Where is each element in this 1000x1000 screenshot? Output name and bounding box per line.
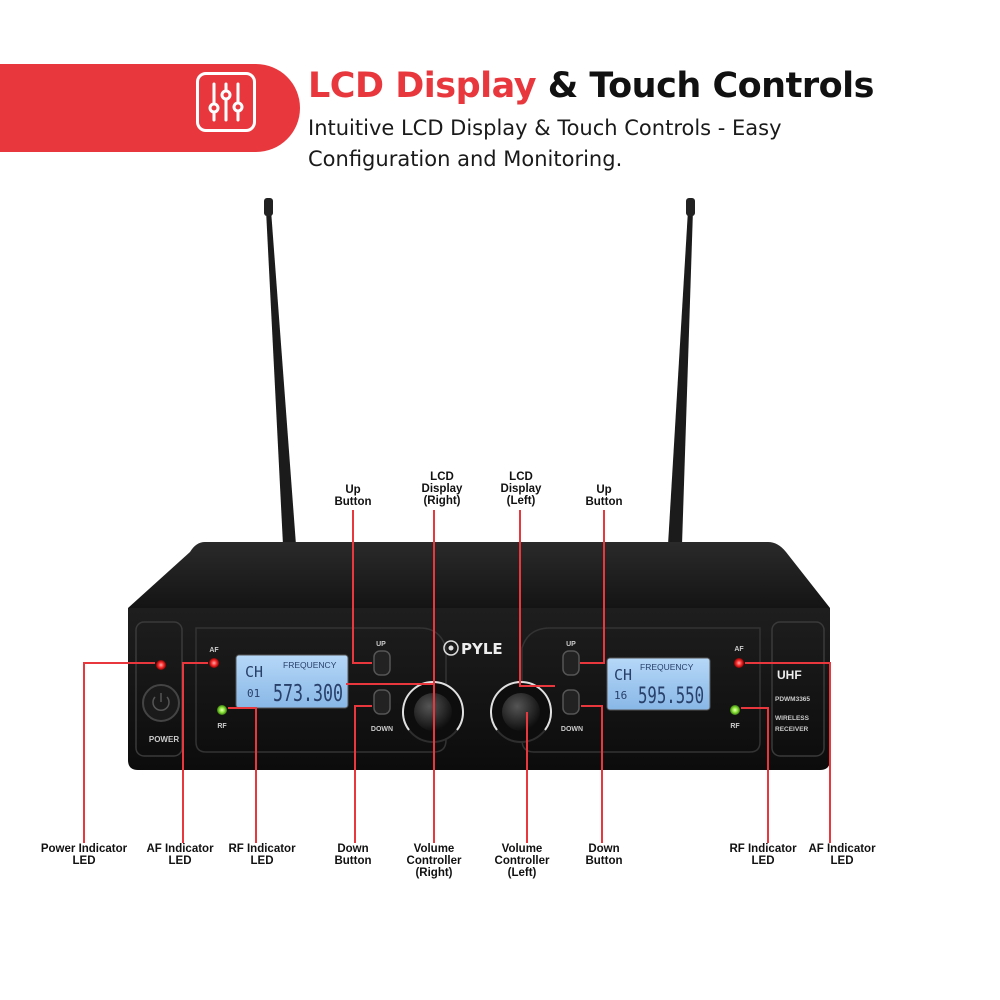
callout-down-button-right: Down Button — [334, 843, 372, 867]
callout-af-indicator-led-right: AF Indicator LED — [146, 843, 214, 867]
rf-label-left: RF — [730, 723, 740, 730]
page-subtitle: Intuitive LCD Display & Touch Controls -… — [308, 116, 782, 171]
lcd-display-left: CH FREQUENCY 16 595.550 — [606, 657, 711, 711]
callout-power-indicator-led: Power Indicator LED — [40, 843, 128, 867]
title-rest: & Touch Controls — [547, 66, 875, 106]
up-button-left[interactable] — [562, 650, 580, 676]
power-button[interactable] — [142, 684, 180, 722]
receiver-label: RECEIVER — [775, 726, 809, 733]
rf-label-right: RF — [217, 723, 227, 730]
lcd-display-right: CH FREQUENCY 01 573.300 — [235, 654, 349, 709]
callout-af-indicator-led-left: AF Indicator LED — [808, 843, 876, 867]
model-number: PDWM3365 — [775, 696, 810, 703]
svg-text:CH: CH — [245, 663, 263, 681]
callout-down-button-left: Down Button — [585, 843, 623, 867]
svg-text:01: 01 — [247, 687, 260, 700]
callout-rf-indicator-led-left: RF Indicator LED — [729, 843, 797, 867]
antenna-right — [264, 198, 296, 545]
svg-text:573.300: 573.300 — [273, 681, 343, 707]
up-label-right: UP — [376, 641, 386, 648]
title-accent: LCD Display — [308, 66, 537, 106]
antenna-left — [668, 198, 695, 545]
callout-volume-controller-right: Volume Controller (Right) — [406, 843, 462, 879]
up-button-right[interactable] — [373, 650, 391, 676]
down-label-right: DOWN — [371, 726, 393, 733]
chassis-top — [128, 542, 830, 608]
front-panel — [128, 608, 830, 770]
power-indicator-led — [156, 660, 166, 670]
wireless-label: WIRELESS — [775, 715, 810, 722]
svg-text:FREQUENCY: FREQUENCY — [283, 660, 337, 670]
sliders-icon — [196, 72, 256, 132]
af-label-left: AF — [734, 646, 744, 653]
page-title: LCD Display & Touch Controls — [308, 66, 874, 106]
callout-lcd-display-right: LCD Display (Right) — [421, 471, 463, 507]
up-label-left: UP — [566, 641, 576, 648]
volume-knob-left[interactable] — [490, 681, 552, 743]
rf-indicator-led-right — [217, 705, 227, 715]
rf-indicator-led-left — [730, 705, 740, 715]
callout-lcd-display-left: LCD Display (Left) — [500, 471, 542, 507]
down-label-left: DOWN — [561, 726, 583, 733]
af-indicator-led-right — [209, 658, 219, 668]
af-indicator-led-left — [734, 658, 744, 668]
uhf-badge: UHF — [777, 668, 802, 682]
pyle-logo: PYLE — [443, 640, 503, 658]
power-label: POWER — [149, 735, 179, 744]
svg-text:CH: CH — [614, 666, 632, 684]
down-button-left[interactable] — [562, 689, 580, 715]
svg-text:FREQUENCY: FREQUENCY — [640, 662, 694, 672]
callout-up-button-left: Up Button — [585, 484, 623, 508]
svg-text:595.550: 595.550 — [638, 684, 704, 709]
svg-text:16: 16 — [614, 689, 627, 702]
callout-volume-controller-left: Volume Controller (Left) — [494, 843, 550, 879]
callout-rf-indicator-led-right: RF Indicator LED — [228, 843, 296, 867]
down-button-right[interactable] — [373, 689, 391, 715]
af-label-right: AF — [209, 647, 219, 654]
callout-up-button-right: Up Button — [334, 484, 372, 508]
svg-text:PYLE: PYLE — [461, 640, 503, 658]
volume-knob-right[interactable] — [402, 681, 464, 743]
